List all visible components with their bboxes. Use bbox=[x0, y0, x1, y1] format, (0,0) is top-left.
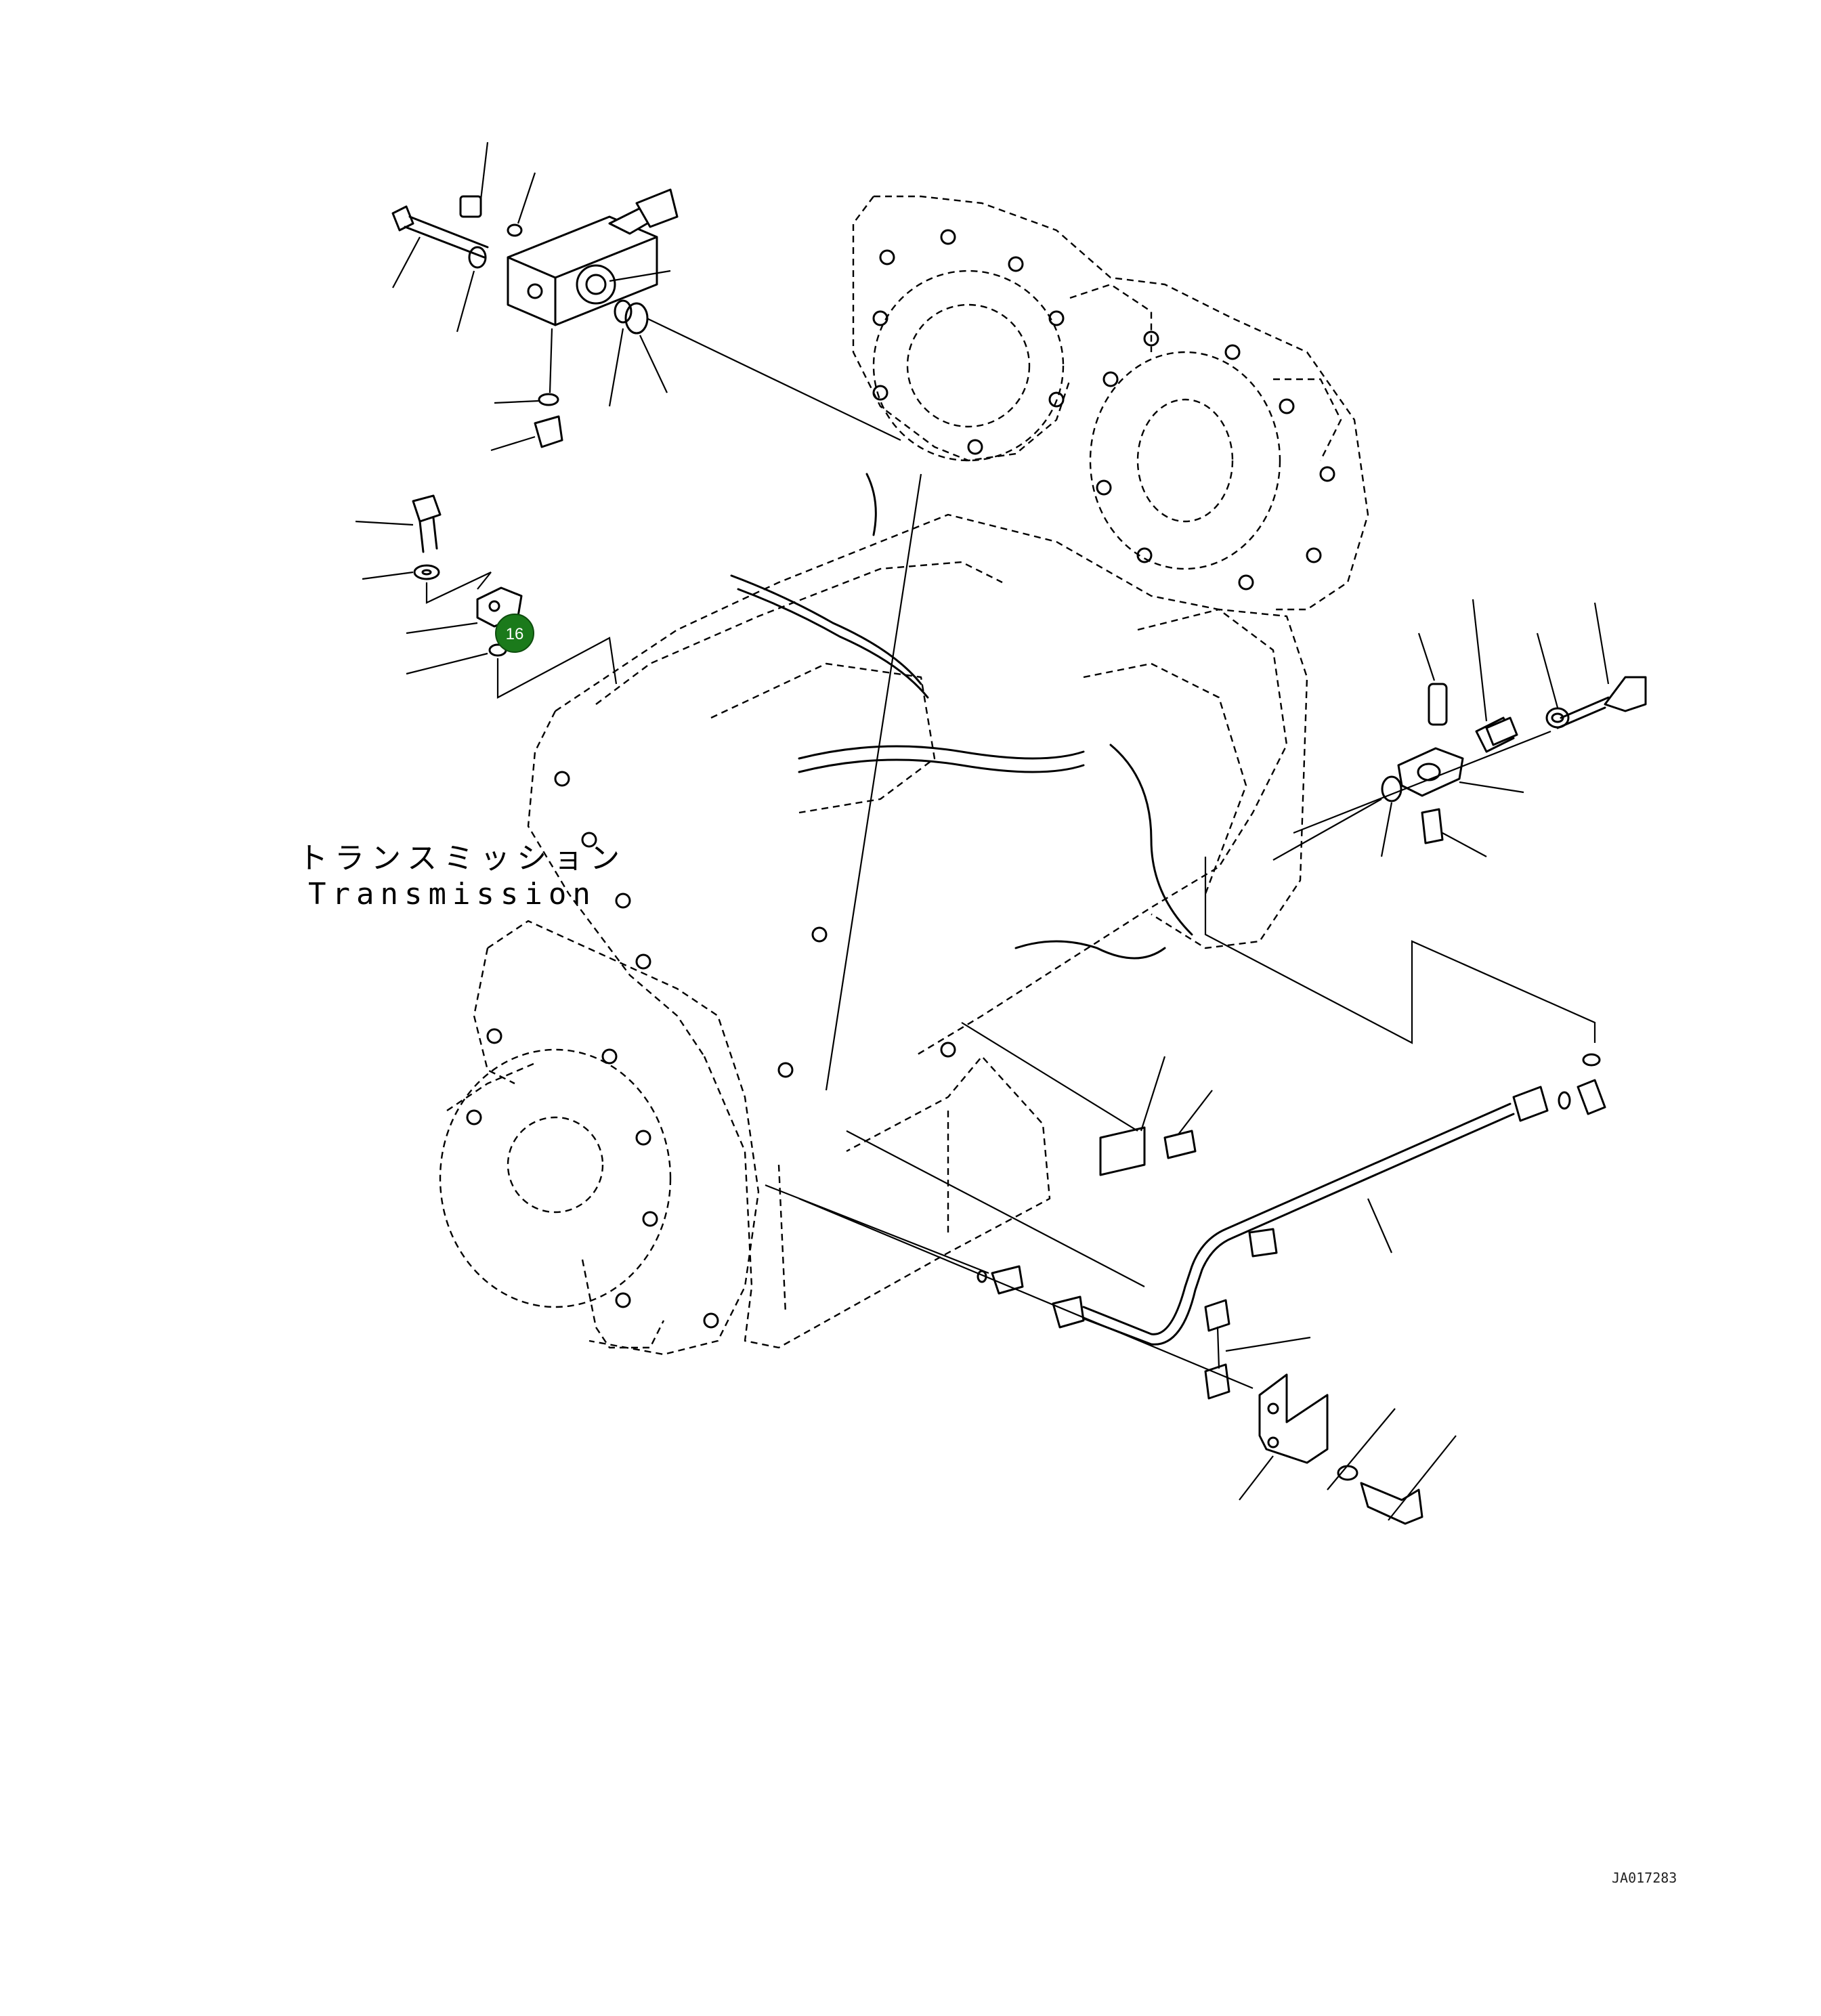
housing-bolts bbox=[466, 229, 1335, 1329]
mid-left-assembly bbox=[355, 494, 618, 699]
callout-16-number: 16 bbox=[506, 625, 524, 643]
transmission-label-en: Transmission bbox=[308, 877, 597, 912]
lower-right-pipe-assembly bbox=[765, 857, 1606, 1525]
callout-16[interactable]: 16 bbox=[495, 614, 534, 653]
transmission-label-jp: トランスミッション bbox=[298, 841, 626, 876]
upper-left-valve-assembly bbox=[391, 142, 922, 1091]
transmission-housing bbox=[439, 195, 1369, 1356]
callout-16-badge[interactable] bbox=[495, 614, 534, 653]
right-fitting-assembly bbox=[1272, 599, 1647, 861]
drawing-number: JA017283 bbox=[1612, 1870, 1677, 1886]
